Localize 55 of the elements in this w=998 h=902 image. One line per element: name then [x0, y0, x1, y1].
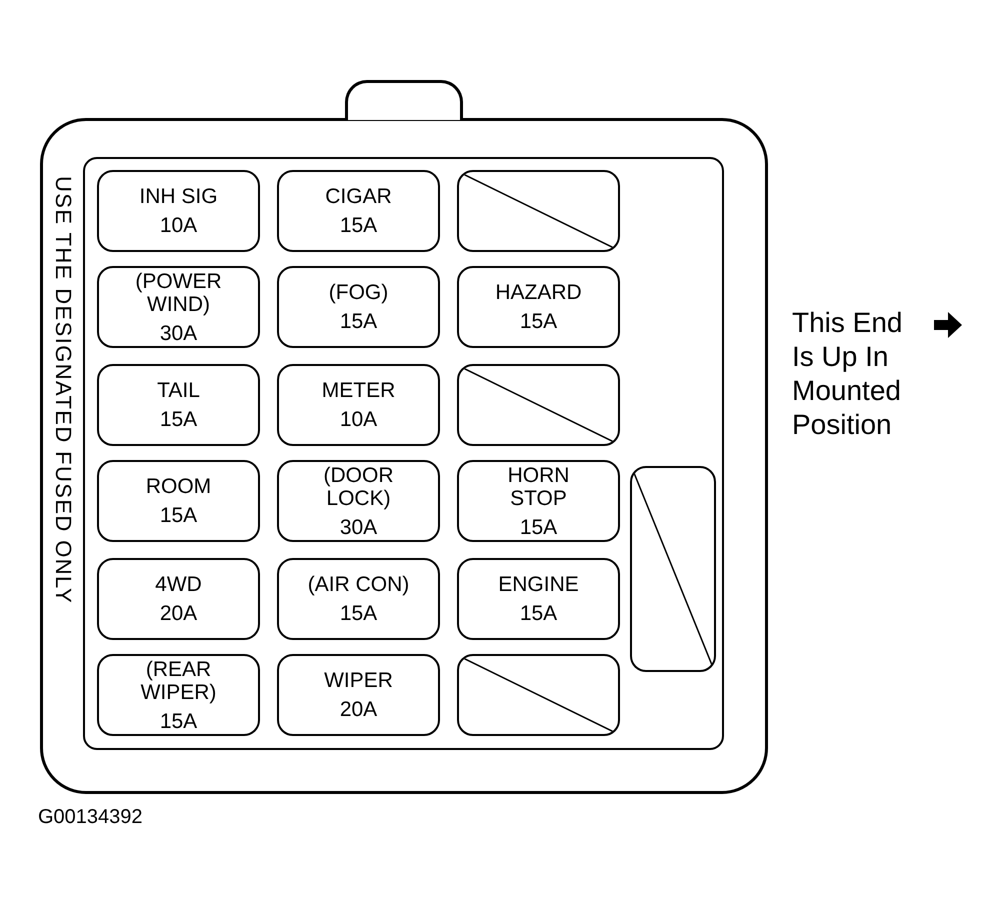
fuse-name: (FOG): [328, 281, 388, 304]
fuse-name: INH SIG: [139, 185, 218, 208]
fuse-rating: 10A: [340, 408, 378, 431]
fuse-name: WIPER: [324, 669, 393, 692]
fuse-name: TAIL: [157, 379, 200, 402]
fuse-rating: 15A: [520, 602, 558, 625]
fuse-slot: [457, 266, 620, 348]
fuse-rating: 15A: [160, 504, 198, 527]
fuse-panel: [83, 157, 724, 750]
fuse-slot: [97, 460, 260, 542]
fuse-slot: [457, 460, 620, 542]
fuse-rating: 10A: [160, 214, 198, 237]
fuse-name: CIGAR: [325, 185, 392, 208]
empty-fuse-slot: [457, 170, 620, 252]
fuse-slot: [97, 558, 260, 640]
fuse-rating: 15A: [340, 310, 378, 333]
orientation-note: This End Is Up In Mounted Position: [792, 306, 904, 442]
fuse-rating: 15A: [340, 602, 378, 625]
fuse-slot: [97, 170, 260, 252]
fuse-slot: [457, 558, 620, 640]
fuse-slot: [277, 266, 440, 348]
fuse-name: HAZARD: [495, 281, 582, 304]
fuse-slot: [97, 266, 260, 348]
fuse-rating: 15A: [160, 710, 198, 732]
fuse-box: [40, 118, 768, 794]
fuse-slot: [277, 460, 440, 542]
fuse-rating: 20A: [160, 602, 198, 625]
fuse-rating: 15A: [340, 214, 378, 237]
fuse-name: (REAR WIPER): [140, 658, 218, 704]
fuse-slot: [97, 364, 260, 446]
fuse-name: (POWER WIND): [134, 270, 223, 316]
fuse-name: 4WD: [155, 573, 202, 596]
fuse-name: HORN STOP: [506, 464, 570, 510]
empty-fuse-slot: [630, 466, 716, 672]
fuse-rating: 30A: [160, 322, 198, 344]
fuse-rating: 30A: [340, 516, 378, 538]
fuse-name: (DOOR LOCK): [322, 464, 394, 510]
figure-code: G00134392: [38, 806, 143, 829]
instruction-text: USE THE DESIGNATED FUSED ONLY: [51, 176, 75, 604]
fuse-name: ENGINE: [498, 573, 579, 596]
empty-fuse-slot: [457, 654, 620, 736]
fuse-slot: [277, 170, 440, 252]
empty-fuse-slot: [457, 364, 620, 446]
fuse-slot: [277, 558, 440, 640]
fuse-rating: 15A: [520, 516, 558, 538]
fuse-rating: 20A: [340, 698, 378, 721]
fuse-slot: [277, 654, 440, 736]
mounting-tab: [345, 80, 463, 120]
fuse-name: METER: [322, 379, 396, 402]
fuse-name: (AIR CON): [308, 573, 410, 596]
fuse-name: ROOM: [146, 475, 212, 498]
fuse-rating: 15A: [520, 310, 558, 333]
fuse-slot: [277, 364, 440, 446]
fuse-rating: 15A: [160, 408, 198, 431]
fuse-slot: [97, 654, 260, 736]
